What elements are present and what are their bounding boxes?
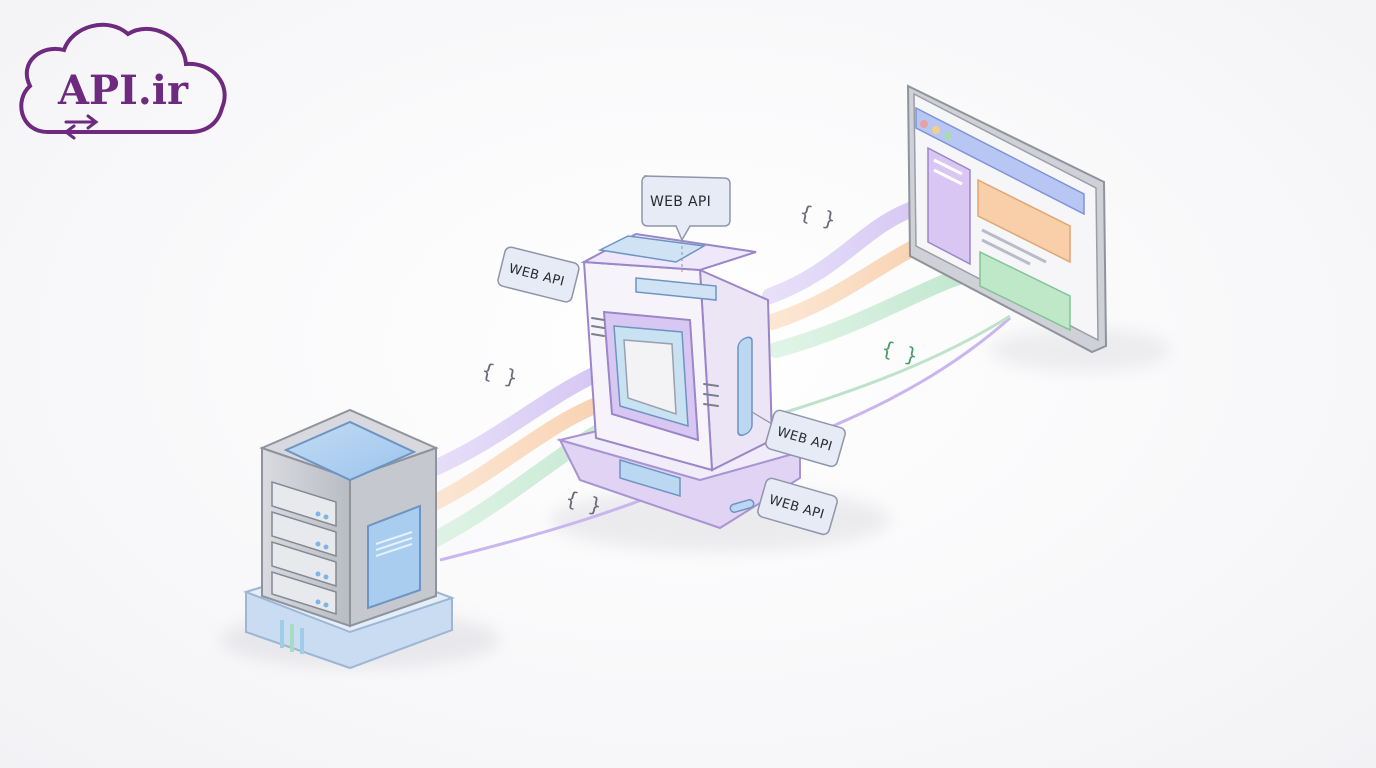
browser-window <box>906 84 1108 354</box>
browser-sidebar-panel <box>927 146 971 266</box>
label-web-api-top: WEB API <box>641 175 731 272</box>
server-side-panel <box>367 504 421 610</box>
label-web-api-bottom: WEB API <box>757 477 838 536</box>
cloud-icon <box>19 22 227 134</box>
api-ir-logo: API.ir <box>19 22 227 140</box>
label-web-api-left: WEB API <box>497 246 580 303</box>
window-maximize-icon <box>944 132 952 140</box>
drive-bays <box>271 480 337 616</box>
label-web-api-right: WEB API <box>765 409 846 468</box>
json-brace-lower-right: { } <box>879 336 920 368</box>
api-gateway <box>556 232 804 530</box>
exchange-arrows-icon <box>63 114 99 140</box>
window-minimize-icon <box>932 126 940 134</box>
window-close-icon <box>920 120 928 128</box>
browser-green-panel <box>979 250 1071 332</box>
browser-title-bar <box>915 106 1085 216</box>
cable-bundle <box>280 620 304 654</box>
label-top-text: WEB API <box>650 194 711 210</box>
json-brace-upper-right: { } <box>797 200 838 232</box>
browser-orange-panel <box>977 178 1071 264</box>
json-brace-upper-left: { } <box>479 358 520 390</box>
server-top-panel <box>283 420 417 482</box>
server-tower <box>242 408 456 670</box>
logo-text: API.ir <box>57 67 189 114</box>
